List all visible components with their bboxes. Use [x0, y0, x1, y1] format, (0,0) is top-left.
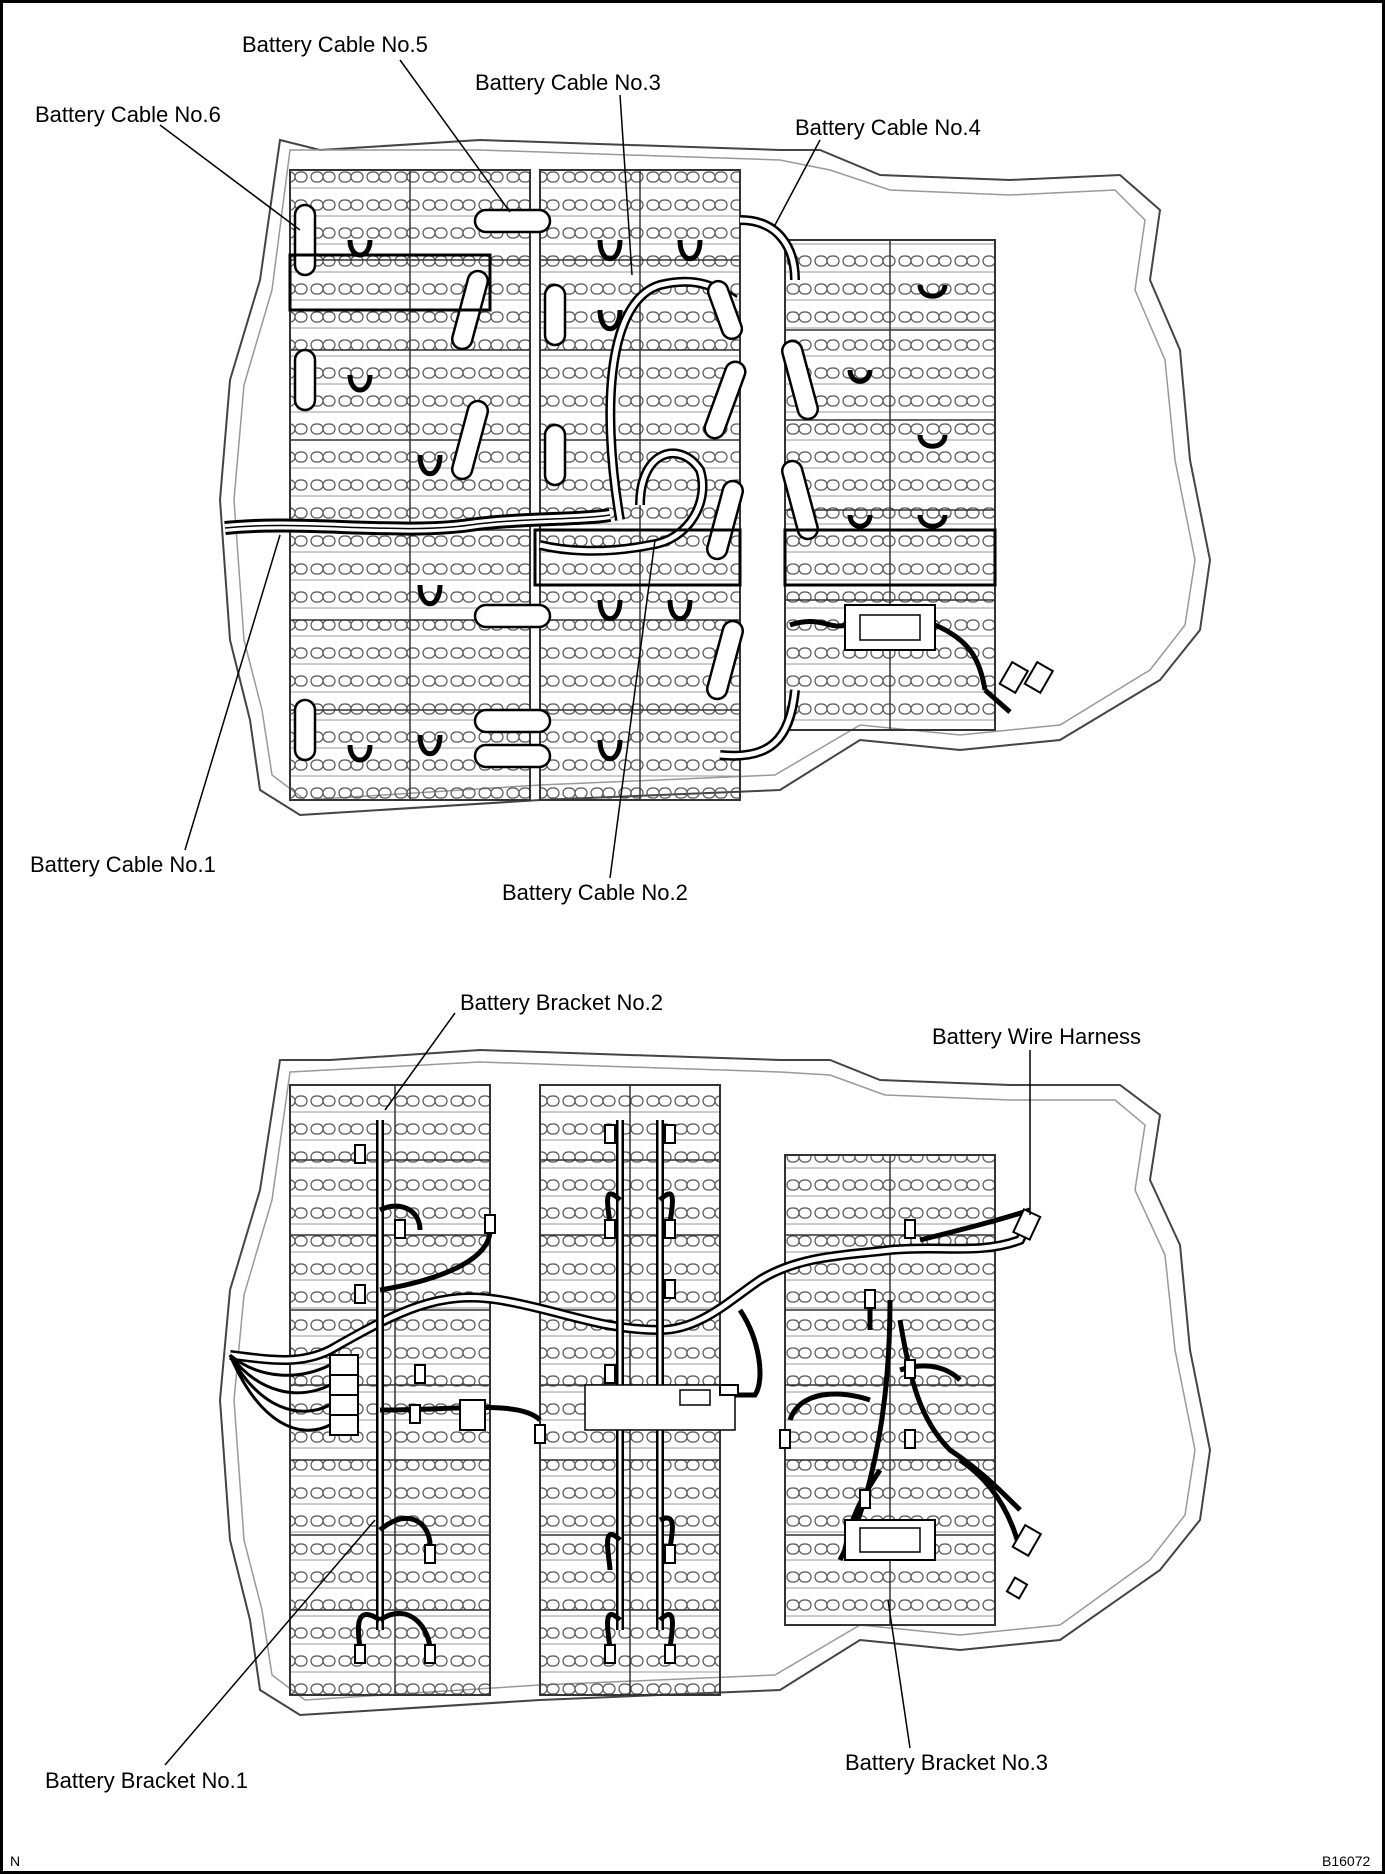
- label-battery-cable-no2: Battery Cable No.2: [502, 880, 688, 905]
- label-battery-cable-no3: Battery Cable No.3: [475, 70, 661, 95]
- bottom-tray-inner: [233, 1061, 1196, 1701]
- label-battery-bracket-no2: Battery Bracket No.2: [460, 990, 663, 1015]
- bottom-tray-outline: [218, 1048, 1212, 1717]
- label-battery-bracket-no1: Battery Bracket No.1: [45, 1768, 248, 1793]
- leader-lines-bottom: [164, 1012, 1031, 1766]
- junction-box-bottom-right: [844, 1519, 936, 1561]
- label-battery-wire-harness: Battery Wire Harness: [932, 1024, 1141, 1049]
- footer-left-code: N: [10, 1853, 20, 1869]
- label-battery-cable-no5: Battery Cable No.5: [242, 32, 428, 57]
- harness-top-right: [789, 619, 1012, 714]
- connector-block-left: [329, 1354, 359, 1436]
- leader-lines-top: [159, 59, 821, 879]
- loop-cables-top: [347, 239, 948, 763]
- connector-top-right: [998, 660, 1055, 695]
- harness-end-connectors: [1005, 1207, 1043, 1600]
- figure-code: B16072: [1322, 1853, 1370, 1869]
- label-battery-cable-no1: Battery Cable No.1: [30, 852, 216, 877]
- junction-box-top: [844, 604, 936, 651]
- top-battery-assembly: Battery Cable No.5 Battery Cable No.3 Ba…: [30, 32, 1212, 905]
- bottom-battery-assembly: Battery Bracket No.2 Battery Wire Harnes…: [45, 990, 1212, 1793]
- label-battery-cable-no6: Battery Cable No.6: [35, 102, 221, 127]
- label-battery-bracket-no3: Battery Bracket No.3: [845, 1750, 1048, 1775]
- label-battery-cable-no4: Battery Cable No.4: [795, 115, 981, 140]
- top-tray-inner: [233, 149, 1196, 801]
- bus-bars-top: [293, 203, 820, 769]
- terminals-bottom: [354, 1124, 916, 1664]
- bottom-module-left: [289, 1084, 491, 1696]
- top-tray-outline: [218, 138, 1212, 817]
- junction-box-center: [584, 1384, 736, 1431]
